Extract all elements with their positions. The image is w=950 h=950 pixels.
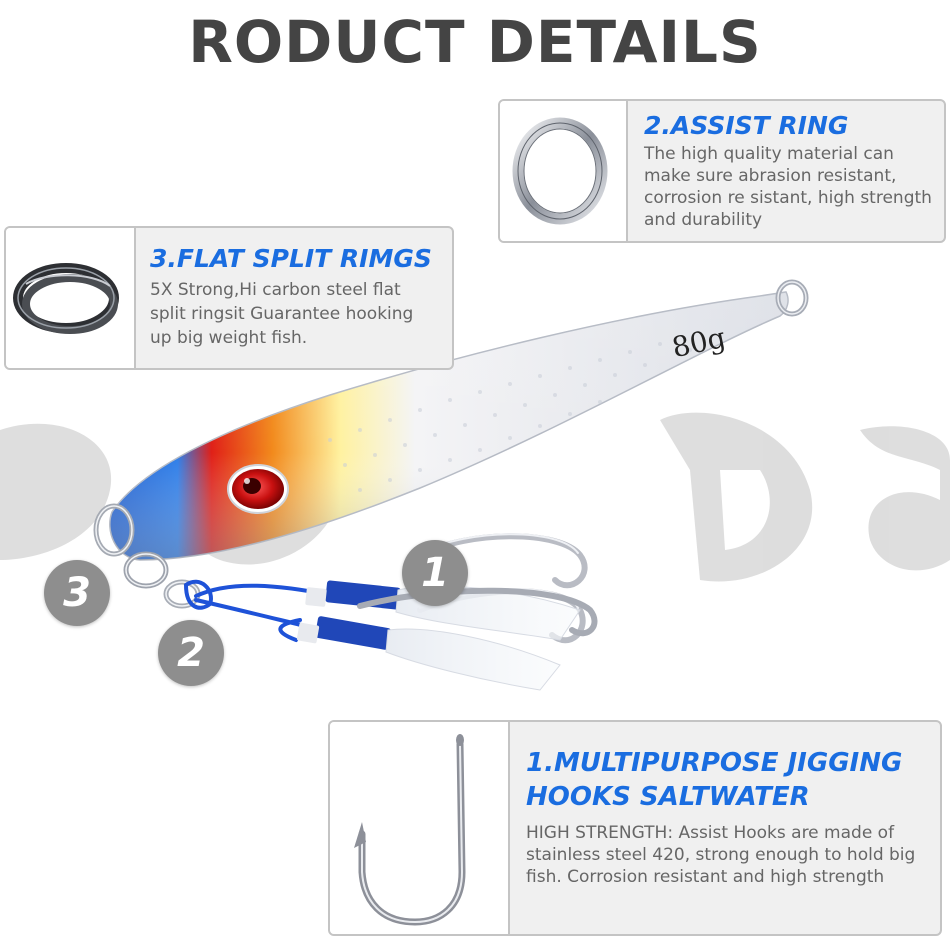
jig-hook-icon xyxy=(354,734,466,926)
feature-title: 3.FLAT SPLIT RIMGS xyxy=(150,244,432,273)
feature-description: 5X Strong,Hi carbon steel flat split rin… xyxy=(150,280,414,348)
feature-image xyxy=(6,228,136,368)
page-title: RODUCT DETAILS xyxy=(188,8,762,76)
feature-title: 2.ASSIST RING xyxy=(644,111,849,140)
feature-description: HIGH STRENGTH: Assist Hooks are made of … xyxy=(526,823,916,887)
feature-description: The high quality material can make sure … xyxy=(644,144,932,230)
split-ring-icon xyxy=(13,263,119,334)
badge-2: 2 xyxy=(158,620,224,686)
feature-title: 1.MULTIPURPOSE JIGGING HOOKS SALTWATER xyxy=(526,748,903,812)
feature-card-hooks: 1.MULTIPURPOSE JIGGING HOOKS SALTWATER H… xyxy=(328,720,942,936)
feature-card-split-rings: 3.FLAT SPLIT RIMGS 5X Strong,Hi carbon s… xyxy=(4,226,454,370)
assist-ring-icon xyxy=(512,117,608,225)
feature-image xyxy=(500,101,628,241)
badge-3: 3 xyxy=(44,560,110,626)
feature-image xyxy=(330,722,510,934)
badge-1: 1 xyxy=(402,540,468,606)
feature-card-assist-ring: 2.ASSIST RING The high quality material … xyxy=(498,99,946,243)
